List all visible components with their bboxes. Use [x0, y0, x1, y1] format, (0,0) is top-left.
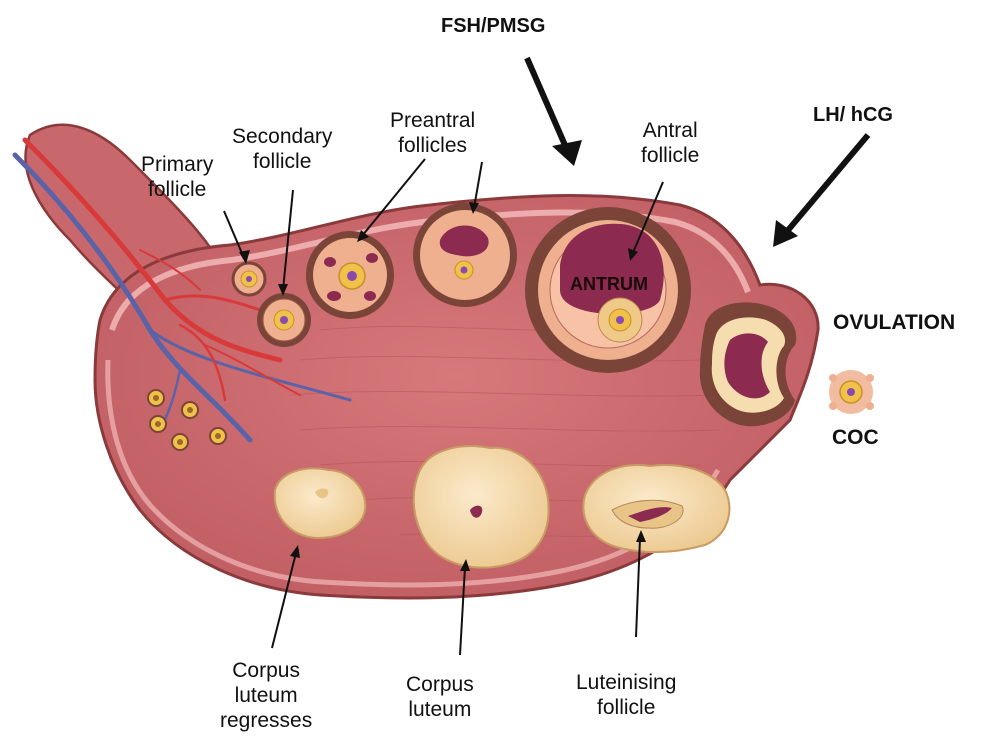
luteinising-follicle-label: Luteinising follicle — [576, 670, 676, 720]
coc-cell — [829, 370, 874, 414]
fsh-pmsg-label: FSH/PMSG — [441, 14, 545, 39]
corpus-luteum-regresses-label-line1: Corpus — [220, 658, 312, 683]
luteinising-follicle — [583, 465, 729, 552]
luteinising-follicle-label-line1: Luteinising — [576, 670, 676, 695]
primary-follicle-label-line1: Primary — [141, 152, 213, 177]
fsh-arrow — [527, 58, 568, 152]
preantral-follicles-label-line2: follicles — [390, 133, 475, 158]
secondary-follicle-label-line1: Secondary — [232, 124, 332, 149]
preantral-follicles-label-line1: Preantral — [390, 108, 475, 133]
secondary-follicle-label: Secondary follicle — [232, 124, 332, 174]
antral-follicle-label-line1: Antral — [641, 118, 699, 143]
lh-hcg-label: LH/ hCG — [813, 103, 893, 128]
primary-follicle-label-line2: follicle — [141, 177, 213, 202]
preantral-follicles-label: Preantral follicles — [390, 108, 475, 158]
corpus-luteum-regressing — [275, 468, 366, 538]
lh-arrow — [784, 135, 868, 235]
primary-follicle-label: Primary follicle — [141, 152, 213, 202]
antral-follicle-label: Antral follicle — [641, 118, 699, 168]
secondary-follicle-label-line2: follicle — [232, 149, 332, 174]
secondary-follicle — [257, 293, 311, 347]
ovulation-label: OVULATION — [833, 310, 955, 335]
antral-follicle-label-line2: follicle — [641, 143, 699, 168]
corpus-luteum-label-line2: luteum — [406, 697, 474, 722]
coc-label: COC — [832, 425, 879, 450]
corpus-luteum-regresses-label-line2: luteum — [220, 683, 312, 708]
preantral-follicle-1 — [306, 231, 394, 319]
antrum-label: ANTRUM — [570, 272, 648, 297]
primary-follicle — [233, 263, 265, 295]
corpus-luteum-regresses-label: Corpus luteum regresses — [220, 658, 312, 733]
ovulating-follicle — [700, 302, 796, 426]
luteinising-follicle-label-line2: follicle — [576, 695, 676, 720]
corpus-luteum-regresses-label-line3: regresses — [220, 708, 312, 733]
corpus-luteum-label-line1: Corpus — [406, 672, 474, 697]
preantral-follicle-2 — [413, 203, 517, 307]
corpus-luteum — [414, 446, 549, 568]
corpus-luteum-label: Corpus luteum — [406, 672, 474, 722]
